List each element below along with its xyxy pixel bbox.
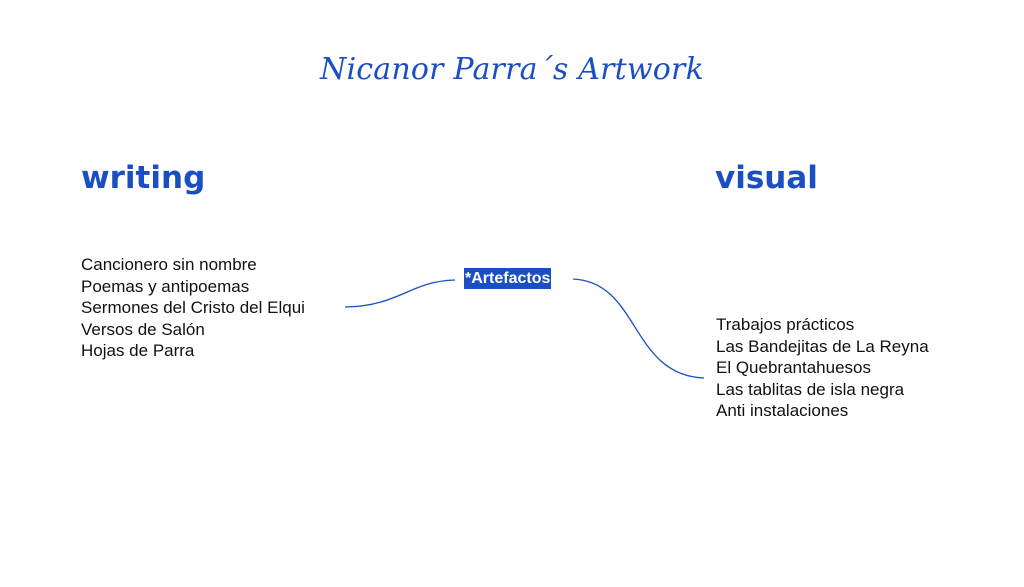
list-item: Hojas de Parra <box>81 341 195 360</box>
list-item: El Quebrantahuesos <box>716 358 871 377</box>
writing-list: Cancionero sin nombre Poemas y antipoema… <box>81 254 305 362</box>
list-item: Sermones del Cristo del Elqui <box>81 298 305 317</box>
list-item: Poemas y antipoemas <box>81 276 250 296</box>
visual-heading: visual <box>715 160 818 196</box>
page-title: Nicanor Parra´s Artwork <box>320 52 704 87</box>
writing-heading: writing <box>81 160 206 196</box>
list-item: Trabajos prácticos <box>716 315 855 334</box>
connector-writing-to-artefactos <box>344 279 456 308</box>
list-item: Las tablitas de isla negra <box>716 379 905 399</box>
connector-artefactos-to-visual <box>572 278 705 379</box>
list-item: Anti instalaciones <box>716 401 849 420</box>
list-item: Cancionero sin nombre <box>81 255 257 274</box>
list-item: Las Bandejitas de La Reyna <box>716 336 929 356</box>
artefactos-node: *Artefactos <box>464 268 552 289</box>
visual-list: Trabajos prácticos Las Bandejitas de La … <box>716 314 929 422</box>
list-item: Versos de Salón <box>81 319 205 339</box>
